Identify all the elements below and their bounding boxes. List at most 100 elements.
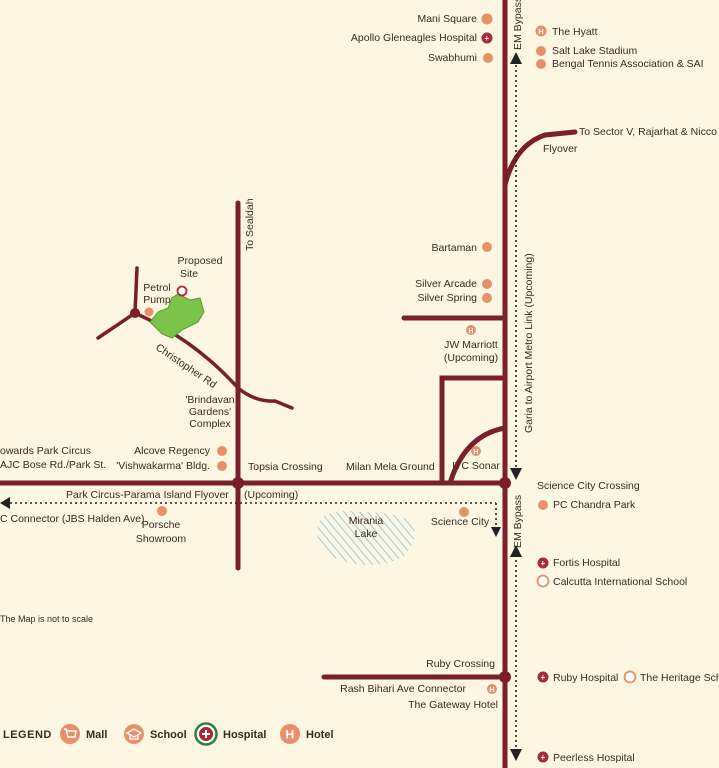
svg-text:+: + — [541, 673, 546, 682]
dot-marker — [217, 461, 227, 471]
dot-marker — [144, 307, 154, 317]
label-itc-sonar: ITC Sonar — [452, 460, 500, 472]
junction-science-city — [499, 477, 511, 489]
graduation-cap-icon — [623, 670, 637, 684]
legend-label-hospital: Hospital — [223, 729, 266, 741]
svg-text:+: + — [485, 34, 490, 43]
label-flyover-main: Park Circus-Parama Island Flyover — [66, 489, 229, 501]
cross-icon — [481, 32, 493, 44]
arrow-west-flyover — [0, 497, 10, 509]
label-milan-mela: Milan Mela Ground — [346, 461, 435, 473]
label-em-bypass-mid: EM Bypass — [512, 495, 524, 548]
cap-glyph — [125, 728, 143, 740]
graduation-cap-icon — [536, 574, 550, 588]
christopher-road-group — [96, 266, 294, 410]
label-metro-link: Garia to Airport Metro Link (Upcoming) — [523, 253, 535, 433]
cart-icon — [60, 724, 80, 744]
label-the-hyatt: The Hyatt — [552, 26, 598, 38]
dot-marker — [217, 446, 227, 456]
svg-text:+: + — [541, 753, 546, 762]
place-markers: + H H H + + H + — [144, 13, 637, 763]
label-proposed-site-2: Site — [180, 268, 198, 280]
legend-title: LEGEND — [3, 729, 52, 741]
label-science-city-crossing: Science City Crossing — [537, 480, 640, 492]
dot-marker — [536, 46, 546, 56]
christopher-rd-stub-north — [133, 266, 139, 315]
proposed-site-area — [149, 293, 205, 339]
legend-label-school: School — [150, 729, 187, 741]
place-labels: Mani Square Apollo Gleneagles Hospital S… — [116, 13, 719, 764]
svg-text:+: + — [541, 559, 546, 568]
itc-loop-road — [439, 375, 508, 486]
label-miriania-lake-1: Mirania — [349, 515, 384, 527]
svg-text:H: H — [489, 687, 494, 694]
label-vishwakarma: 'Vishwakarma' Bldg. — [116, 460, 210, 472]
label-bartaman: Bartaman — [431, 242, 477, 254]
arrow-north-mid — [510, 545, 522, 557]
label-bengal-tennis: Bengal Tennis Association & SAI — [552, 58, 704, 70]
dot-marker — [482, 293, 492, 303]
label-topsia-crossing: Topsia Crossing — [248, 461, 323, 473]
label-porsche-1: Porsche — [142, 519, 181, 531]
hotel-h-icon — [280, 724, 300, 744]
dot-marker — [483, 53, 493, 63]
label-salt-lake-stadium: Salt Lake Stadium — [552, 45, 637, 57]
dot-marker — [538, 500, 548, 510]
label-rash-behari: Rash Bihari Ave Connector — [340, 683, 466, 695]
label-alcove-regency: Alcove Regency — [134, 445, 211, 457]
junction-topsia — [232, 477, 244, 489]
label-heritage-school: The Heritage Scho — [640, 672, 719, 684]
label-brindavan-2: Gardens' — [189, 406, 231, 418]
label-ruby-hospital: Ruby Hospital — [553, 672, 618, 684]
hotel-h-icon — [535, 25, 547, 37]
cross-icon — [537, 557, 549, 569]
itc-curve-road — [447, 425, 508, 486]
label-christopher-rd: Christopher Rd — [153, 342, 218, 392]
label-peerless: Peerless Hospital — [553, 752, 635, 764]
svg-text:H: H — [468, 328, 473, 335]
label-proposed-site-1: Proposed — [178, 255, 223, 267]
junctions — [130, 308, 511, 683]
label-em-bypass-top: EM Bypass — [512, 0, 524, 50]
legend-label-mall: Mall — [86, 729, 107, 741]
label-connector: C Connector (JBS Halden Ave) — [0, 513, 145, 525]
label-flyover-upcoming: (Upcoming) — [244, 489, 298, 501]
arrow-north-top — [510, 52, 522, 64]
label-to-sealdah: To Sealdah — [244, 198, 256, 251]
label-ruby-crossing: Ruby Crossing — [426, 658, 495, 670]
hotel-h-icon — [487, 684, 497, 694]
svg-text:H: H — [286, 728, 295, 742]
label-to-sector-v: To Sector V, Rajarhat & Nicco Pa — [579, 126, 719, 138]
label-brindavan-1: 'Brindavan — [185, 394, 234, 406]
dot-marker — [482, 242, 492, 252]
label-brindavan-3: Complex — [189, 418, 231, 430]
label-calcutta-international: Calcutta International School — [553, 576, 687, 588]
label-mani-square: Mani Square — [417, 13, 477, 25]
arrow-down-flyover — [491, 527, 501, 537]
label-silver-spring: Silver Spring — [417, 292, 477, 304]
label-ajc-bose: AJC Bose Rd./Park St. — [0, 459, 106, 471]
graduation-cap-icon — [124, 724, 144, 744]
location-pin-icon — [176, 285, 188, 297]
dot-marker — [157, 506, 167, 516]
label-science-city: Science City — [431, 516, 490, 528]
scale-note: The Map is not to scale — [0, 614, 93, 624]
label-pc-chandra-park: PC Chandra Park — [553, 499, 636, 511]
label-miriania-lake-2: Lake — [355, 528, 378, 540]
label-porsche-2: Showroom — [136, 533, 186, 545]
dotted-lines — [5, 60, 517, 755]
junction-ruby — [499, 671, 511, 683]
legend-label-hotel: Hotel — [306, 729, 334, 741]
label-silver-arcade: Silver Arcade — [415, 278, 477, 290]
svg-text:H: H — [538, 27, 543, 36]
arrow-south-bottom — [510, 749, 522, 761]
hotel-h-icon — [466, 325, 476, 335]
christopher-rd-stub-west — [96, 311, 137, 340]
cart-icon — [481, 13, 493, 25]
road-labels: EM Bypass EM Bypass Garia to Airport Met… — [0, 0, 719, 548]
label-petrol-pump-1: Petrol — [143, 282, 170, 294]
label-apollo: Apollo Gleneagles Hospital — [351, 32, 477, 44]
label-towards-park-circus: owards Park Circus — [0, 445, 91, 457]
label-fortis: Fortis Hospital — [553, 557, 620, 569]
label-gateway-hotel: The Gateway Hotel — [408, 699, 498, 711]
